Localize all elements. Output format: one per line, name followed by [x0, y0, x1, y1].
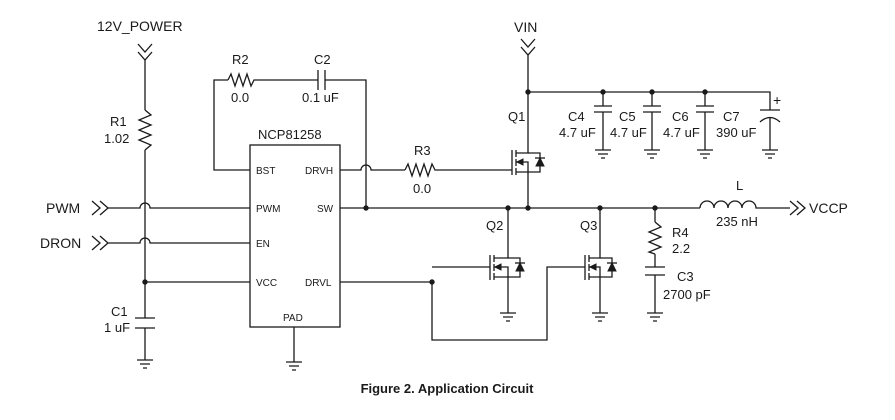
pin-en: EN: [256, 239, 270, 250]
label-vccp: VCCP: [809, 200, 848, 216]
capacitor-c1: [135, 317, 155, 329]
label-pwm-input: PWM: [46, 200, 80, 216]
q1-ref: Q1: [508, 109, 525, 124]
l-value: 235 nH: [716, 214, 758, 229]
pin-drvl: DRVL: [305, 278, 332, 289]
ic-name: NCP81258: [258, 127, 322, 142]
r2-ref: R2: [232, 52, 249, 67]
ground-symbol-q3: [592, 312, 608, 322]
r1-ref: R1: [110, 114, 127, 129]
r3-ref: R3: [414, 143, 431, 158]
mosfet-q3: [584, 250, 617, 280]
ground-symbol-c6: [697, 149, 713, 159]
c7-polarity-mark: +: [773, 92, 781, 108]
capacitor-c5: [643, 105, 661, 113]
wires: [108, 55, 790, 362]
c5-ref: C5: [619, 109, 636, 124]
power-arrow-12v: [137, 43, 153, 61]
capacitor-c3: [645, 266, 665, 276]
input-arrow-dron: [91, 235, 109, 251]
c6-value: 4.7 uF: [663, 125, 700, 140]
c1-value: 1 uF: [104, 320, 130, 335]
c5-value: 4.7 uF: [610, 125, 647, 140]
resistor-r1: [137, 109, 153, 151]
capacitor-c6: [696, 105, 714, 113]
ground-symbol-q2: [500, 312, 516, 322]
input-arrow-pwm: [91, 200, 109, 216]
ground-symbol-c1: [137, 359, 153, 369]
r3-value: 0.0: [413, 181, 431, 196]
r4-value: 2.2: [672, 241, 690, 256]
mosfet-q1: [511, 150, 545, 175]
pin-sw: SW: [317, 204, 334, 215]
pin-pwm: PWM: [256, 204, 280, 215]
capacitor-c7-polarized: [759, 109, 781, 123]
ground-symbol-c4: [595, 149, 611, 159]
pin-vcc: VCC: [256, 278, 277, 289]
l-ref: L: [736, 178, 743, 193]
inductor-l: [699, 200, 759, 209]
resistor-r4: [647, 221, 663, 255]
c1-ref: C1: [111, 304, 128, 319]
r2-value: 0.0: [231, 90, 249, 105]
q3-ref: Q3: [580, 218, 597, 233]
label-dron-input: DRON: [40, 235, 81, 251]
pin-drvh: DRVH: [305, 166, 333, 177]
ground-symbol-c7: [762, 149, 778, 159]
label-vin: VIN: [514, 19, 537, 35]
c2-value: 0.1 uF: [302, 90, 339, 105]
c4-value: 4.7 uF: [559, 125, 596, 140]
ground-symbol-c5: [644, 149, 660, 159]
c7-ref: C7: [723, 109, 740, 124]
c6-ref: C6: [672, 109, 689, 124]
capacitor-c4: [594, 105, 612, 113]
q2-ref: Q2: [486, 218, 503, 233]
label-12v-power: 12V_POWER: [97, 18, 183, 34]
r4-ref: R4: [672, 225, 689, 240]
junction-dots: [142, 89, 708, 285]
mosfet-q2: [489, 250, 525, 280]
capacitor-c2: [317, 70, 326, 90]
c4-ref: C4: [568, 109, 585, 124]
resistor-r2: [227, 71, 256, 89]
ground-symbol-c3: [647, 312, 663, 322]
r1-value: 1.02: [104, 131, 129, 146]
power-arrow-vin: [520, 38, 536, 56]
output-arrow-vccp: [789, 200, 806, 216]
figure-caption: Figure 2. Application Circuit: [361, 381, 535, 396]
ground-symbol-pad: [286, 361, 302, 371]
ic-ncp81258: [249, 144, 341, 328]
c3-ref: C3: [677, 269, 694, 284]
c2-ref: C2: [314, 52, 331, 67]
c7-value: 390 uF: [716, 125, 757, 140]
c3-value: 2700 pF: [663, 287, 711, 302]
pin-pad: PAD: [283, 313, 303, 324]
resistor-r3: [404, 161, 437, 179]
pin-bst: BST: [256, 166, 275, 177]
